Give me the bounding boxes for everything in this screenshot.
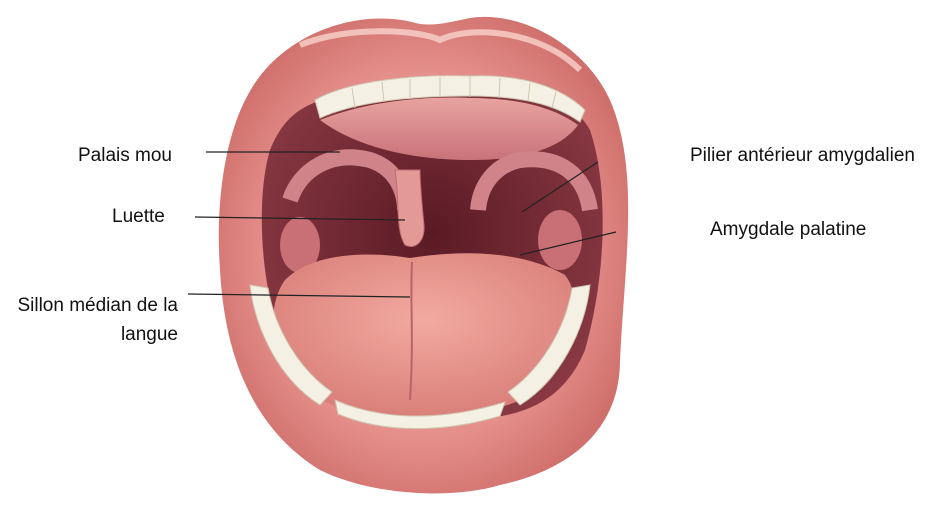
label-sillon-median: Sillon médian de la langue — [8, 291, 178, 349]
label-luette: Luette — [112, 205, 165, 229]
label-amygdale-palatine: Amygdale palatine — [710, 218, 866, 242]
label-pilier-anterieur: Pilier antérieur amygdalien — [690, 144, 915, 168]
tonsil-right — [538, 210, 582, 270]
label-palais-mou: Palais mou — [78, 144, 172, 168]
